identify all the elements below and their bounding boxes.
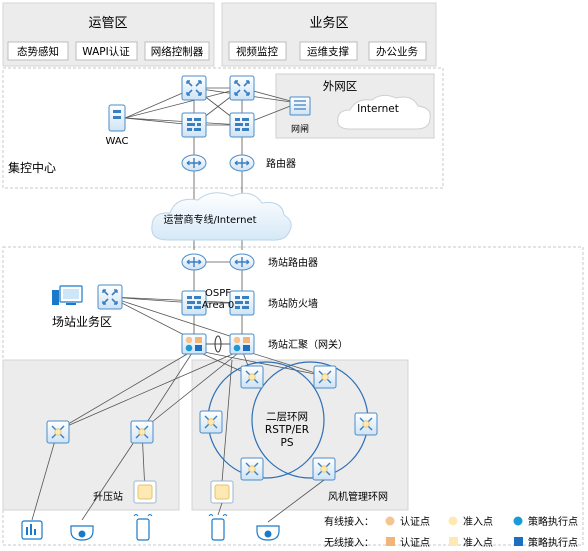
biz-item-2: 运维支撑 bbox=[307, 45, 349, 58]
ops-item-2-box[interactable] bbox=[75, 41, 138, 61]
internet-label: Internet bbox=[357, 103, 399, 115]
legend-wired-policy-icon bbox=[513, 516, 523, 526]
ops-item-3: 网络控制器 bbox=[151, 45, 204, 58]
ring-switch-right[interactable] bbox=[354, 412, 378, 436]
camera-terminal-2[interactable] bbox=[256, 525, 280, 541]
site-router-left[interactable] bbox=[181, 253, 207, 271]
legend-wired-auth-icon bbox=[385, 516, 395, 526]
cc-firewall-left[interactable] bbox=[181, 112, 207, 138]
phone-terminal-2[interactable] bbox=[208, 514, 228, 541]
biz-item-2-box[interactable] bbox=[299, 41, 358, 61]
legend-wired-access: 准入点 bbox=[463, 516, 493, 528]
legend-wireless-access: 准入点 bbox=[463, 537, 493, 547]
cc-router-right[interactable] bbox=[229, 154, 255, 172]
ring-switch-top-right[interactable] bbox=[313, 365, 337, 389]
ring-label-1: 二层环网 bbox=[266, 411, 308, 423]
ring-label-2: RSTP/ER bbox=[265, 424, 309, 436]
legend-wireless-auth: 认证点 bbox=[400, 536, 430, 547]
meter-terminal[interactable] bbox=[21, 520, 43, 540]
ring-switch-bottom-right[interactable] bbox=[312, 457, 336, 481]
extnet-title: 外网区 bbox=[323, 79, 358, 93]
internet-cloud bbox=[337, 94, 431, 130]
ops-item-1: 态势感知 bbox=[17, 45, 59, 58]
biz-item-3: 办公业务 bbox=[376, 45, 418, 58]
biz-item-3-box[interactable] bbox=[368, 41, 427, 61]
ring-switch-left[interactable] bbox=[199, 410, 223, 434]
agg-stack-link bbox=[214, 335, 222, 353]
ops-item-2: WAPI认证 bbox=[82, 45, 130, 58]
ops-item-3-box[interactable] bbox=[144, 41, 210, 61]
site-firewall-label: 场站防火墙 bbox=[268, 297, 318, 310]
ring-switch-bottom-left[interactable] bbox=[240, 457, 264, 481]
legend-wireless-auth-icon bbox=[386, 537, 395, 546]
cc-router-left[interactable] bbox=[181, 154, 207, 172]
legend-wired-label: 有线接入： bbox=[324, 515, 374, 528]
ops-item-1-box[interactable] bbox=[7, 41, 69, 61]
core-switch-left[interactable] bbox=[181, 75, 207, 101]
biz-item-1-box[interactable] bbox=[228, 41, 287, 61]
carrier-label: 运营商专线/Internet bbox=[163, 213, 256, 226]
site-agg-left[interactable] bbox=[181, 333, 207, 355]
site-router-label: 场站路由器 bbox=[268, 256, 318, 269]
legend-wireless-access-icon bbox=[449, 537, 458, 546]
booster-ap[interactable] bbox=[133, 480, 157, 504]
wac-device[interactable] bbox=[108, 104, 126, 132]
carrier-cloud bbox=[151, 192, 292, 241]
booster-switch-2[interactable] bbox=[130, 420, 154, 444]
legend-wireless-policy: 策略执行点 bbox=[528, 536, 578, 547]
turbine-ring-label: 风机管理环网 bbox=[328, 490, 388, 503]
camera-terminal-1[interactable] bbox=[70, 525, 94, 541]
legend-wired-access-icon bbox=[448, 516, 458, 526]
site-agg-right[interactable] bbox=[229, 333, 255, 355]
ring-switch-top-left[interactable] bbox=[240, 365, 264, 389]
legend-wired-auth: 认证点 bbox=[400, 515, 430, 528]
cc-firewall-right[interactable] bbox=[229, 112, 255, 138]
ospf-label-1: OSPF bbox=[205, 288, 231, 299]
wac-label: WAC bbox=[106, 136, 129, 147]
site-biz-pc[interactable] bbox=[52, 285, 83, 305]
booster-switch-1[interactable] bbox=[46, 420, 70, 444]
site-agg-label: 场站汇聚（网关） bbox=[268, 338, 348, 351]
gateway-device[interactable] bbox=[289, 96, 311, 116]
core-switch-right[interactable] bbox=[229, 75, 255, 101]
control-center-label: 集控中心 bbox=[8, 160, 56, 175]
booster-label: 升压站 bbox=[93, 490, 123, 503]
gateway-label: 网闸 bbox=[291, 124, 309, 135]
router-label: 路由器 bbox=[266, 157, 296, 170]
ring-label-3: PS bbox=[281, 437, 294, 449]
site-router-right[interactable] bbox=[229, 253, 255, 271]
zone-control-center bbox=[2, 67, 444, 189]
site-biz-switch[interactable] bbox=[97, 284, 123, 310]
biz-item-1: 视频监控 bbox=[236, 45, 278, 58]
biz-title: 业务区 bbox=[309, 15, 348, 31]
legend-wireless-policy-icon bbox=[514, 537, 523, 546]
ospf-label-2: Area 0 bbox=[202, 300, 235, 311]
site-biz-label: 场站业务区 bbox=[52, 314, 112, 329]
legend-wired-policy: 策略执行点 bbox=[528, 515, 578, 528]
phone-terminal-1[interactable] bbox=[133, 514, 153, 541]
legend-wireless-label: 无线接入： bbox=[324, 536, 374, 547]
ops-title: 运管区 bbox=[88, 16, 127, 31]
turbine-ap[interactable] bbox=[210, 480, 234, 504]
